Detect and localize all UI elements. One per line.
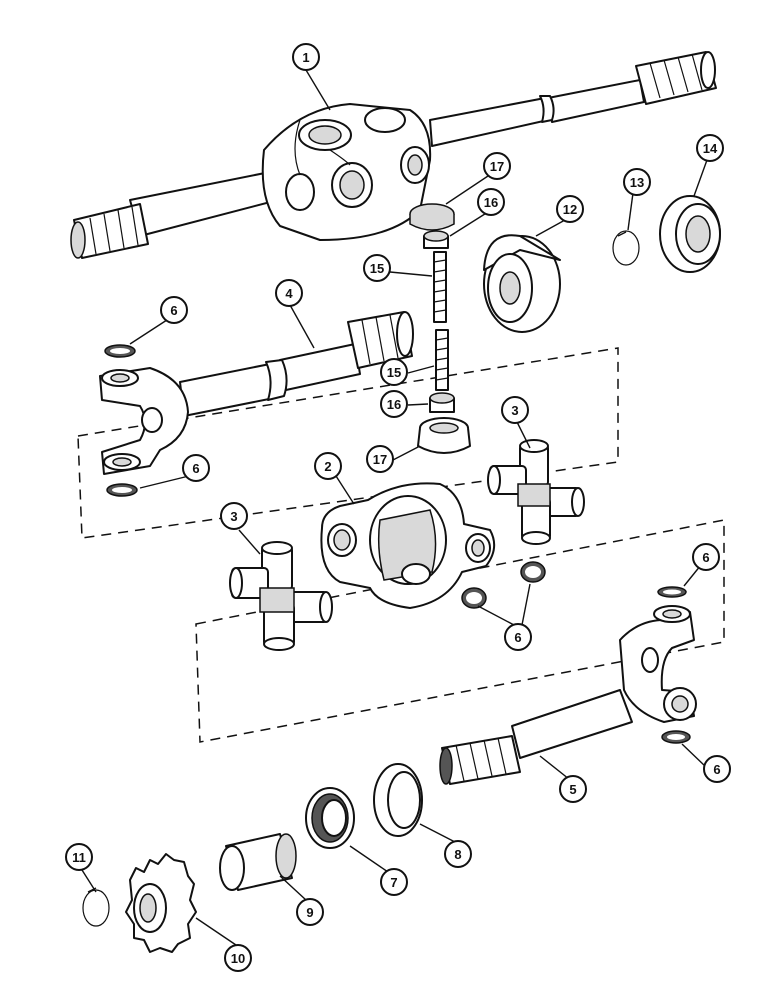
callout-6-d: 6 [692, 543, 720, 571]
callout-16-lower: 16 [380, 390, 408, 418]
callout-12: 12 [556, 195, 584, 223]
part-6-thrust-washer [104, 344, 691, 744]
callout-16-upper: 16 [477, 188, 505, 216]
callout-3-left: 3 [220, 502, 248, 530]
callout-14-label: 14 [703, 141, 718, 156]
part-12-bearing [483, 234, 561, 333]
callout-2-label: 2 [324, 459, 331, 474]
callout-10: 10 [224, 944, 252, 972]
callout-8: 8 [444, 840, 472, 868]
callout-5: 5 [559, 775, 587, 803]
callout-9-label: 9 [306, 905, 313, 920]
callout-1-label: 1 [302, 50, 309, 65]
part-2-coupler-housing [320, 482, 496, 609]
callout-17-lower: 17 [366, 445, 394, 473]
part-16-nut-lower [429, 392, 455, 413]
callout-6-a-label: 6 [170, 303, 177, 318]
callout-6-e: 6 [703, 755, 731, 783]
leader-lines [81, 69, 708, 946]
callout-6-e-label: 6 [713, 762, 720, 777]
callout-3-right: 3 [501, 396, 529, 424]
callout-14: 14 [696, 134, 724, 162]
part-3-universal-joint-right [487, 439, 585, 545]
callout-15-upper-label: 15 [370, 261, 384, 276]
callout-16-upper-label: 16 [484, 195, 498, 210]
callout-3-left-label: 3 [230, 509, 237, 524]
part-17-plug-upper [409, 203, 455, 231]
callout-4: 4 [275, 279, 303, 307]
part-16-nut-upper [423, 230, 449, 249]
callout-3-right-label: 3 [511, 403, 518, 418]
callout-17-upper-label: 17 [490, 159, 504, 174]
part-5-outer-shaft-yoke [439, 605, 697, 785]
part-15-stud-lower [435, 329, 449, 391]
callout-17-upper: 17 [483, 152, 511, 180]
callout-11: 11 [65, 843, 93, 871]
callout-7: 7 [380, 868, 408, 896]
callout-13: 13 [623, 168, 651, 196]
callout-7-label: 7 [390, 875, 397, 890]
callout-10-label: 10 [231, 951, 245, 966]
callout-6-b-label: 6 [192, 461, 199, 476]
callout-6-b: 6 [182, 454, 210, 482]
callout-1: 1 [292, 43, 320, 71]
callout-8-label: 8 [454, 847, 461, 862]
part-9-bushing [219, 833, 297, 891]
callout-2: 2 [314, 452, 342, 480]
callout-17-lower-label: 17 [373, 452, 387, 467]
part-14-seal [659, 195, 721, 273]
part-13-snap-ring [612, 230, 640, 266]
part-10-gear [125, 853, 197, 953]
part-1-axle-shaft-assembly [70, 51, 717, 259]
callout-16-lower-label: 16 [387, 397, 401, 412]
part-17-plug-lower [417, 417, 471, 454]
callout-6-d-label: 6 [702, 550, 709, 565]
callout-6-c: 6 [504, 623, 532, 651]
callout-11-label: 11 [72, 850, 86, 865]
callout-5-label: 5 [569, 782, 576, 797]
callout-6-a: 6 [160, 296, 188, 324]
part-11-snap-ring [82, 887, 110, 927]
part-15-stud-upper [433, 251, 447, 323]
part-3-universal-joint-left [229, 541, 333, 651]
callout-12-label: 12 [563, 202, 577, 217]
callout-15-upper: 15 [363, 254, 391, 282]
callout-13-label: 13 [630, 175, 644, 190]
callout-9: 9 [296, 898, 324, 926]
callout-15-lower: 15 [380, 358, 408, 386]
part-4-inner-shaft-yoke [99, 311, 414, 475]
callout-15-lower-label: 15 [387, 365, 401, 380]
callout-4-label: 4 [285, 286, 293, 301]
part-7-seal [305, 787, 355, 849]
lower-dashed-group-box [195, 519, 725, 743]
part-8-spacer-ring [373, 763, 423, 837]
callout-6-c-label: 6 [514, 630, 521, 645]
